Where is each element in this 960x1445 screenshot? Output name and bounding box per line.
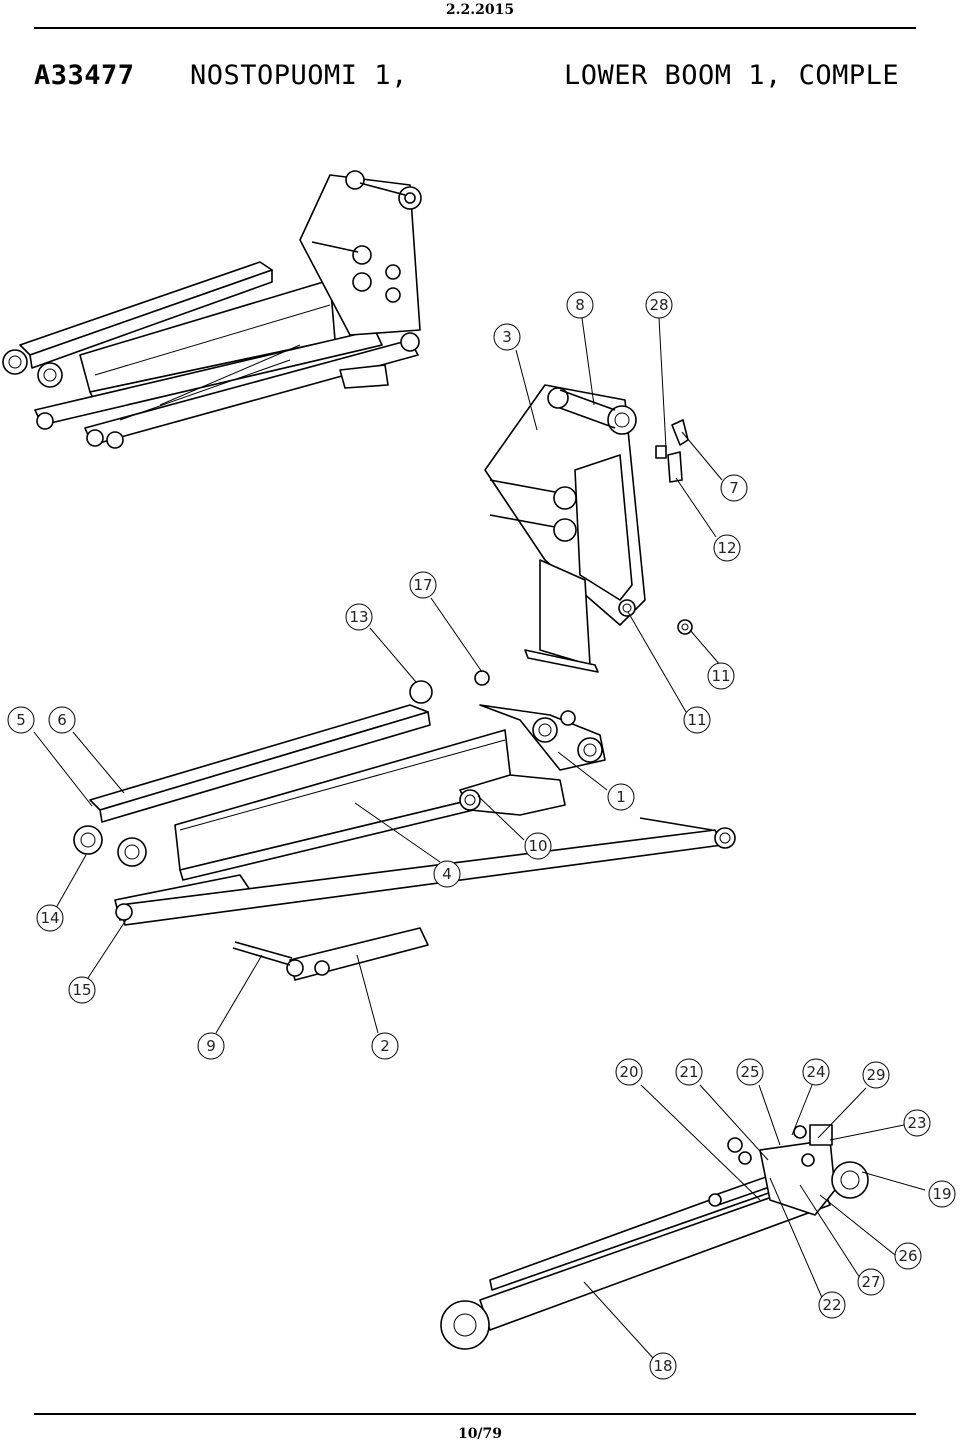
callout-7: 7 <box>720 474 748 502</box>
svg-text:2: 2 <box>380 1037 390 1055</box>
callout-9: 9 <box>197 1032 225 1060</box>
svg-text:14: 14 <box>40 909 59 927</box>
svg-text:24: 24 <box>806 1063 825 1081</box>
svg-text:27: 27 <box>861 1273 880 1291</box>
svg-text:1: 1 <box>616 788 626 806</box>
svg-text:17: 17 <box>413 576 432 594</box>
callout-25: 25 <box>736 1058 764 1086</box>
svg-text:15: 15 <box>72 981 91 999</box>
svg-text:20: 20 <box>619 1063 638 1081</box>
bracket-assembly <box>484 384 693 673</box>
callout-23: 23 <box>903 1109 931 1137</box>
svg-text:7: 7 <box>729 479 739 497</box>
callout-11-lower: 11 <box>683 706 711 734</box>
callout-2: 2 <box>371 1032 399 1060</box>
svg-text:19: 19 <box>932 1185 951 1203</box>
callout-29: 29 <box>862 1061 890 1089</box>
svg-text:25: 25 <box>740 1063 759 1081</box>
callout-19: 19 <box>928 1180 956 1208</box>
svg-text:6: 6 <box>57 711 67 729</box>
callout-3: 3 <box>493 323 521 351</box>
svg-text:28: 28 <box>649 296 668 314</box>
callout-14: 14 <box>36 904 64 932</box>
callout-18: 18 <box>649 1352 677 1380</box>
callout-12: 12 <box>713 534 741 562</box>
callout-10: 10 <box>524 832 552 860</box>
lower-boom-body <box>73 670 606 881</box>
callout-13: 13 <box>345 603 373 631</box>
link-rods <box>114 817 736 981</box>
header-rule <box>34 27 916 29</box>
assembled-boom-overview <box>2 170 422 449</box>
callout-6: 6 <box>48 706 76 734</box>
svg-text:18: 18 <box>653 1357 672 1375</box>
page-number: 10/79 <box>457 1426 503 1442</box>
part-name-finnish: NOSTOPUOMI 1, <box>190 60 408 91</box>
svg-text:10: 10 <box>528 837 547 855</box>
svg-text:11: 11 <box>711 667 730 685</box>
part-name-english: LOWER BOOM 1, COMPLE <box>564 60 900 91</box>
callout-1: 1 <box>607 783 635 811</box>
svg-text:13: 13 <box>349 608 368 626</box>
svg-text:8: 8 <box>575 296 585 314</box>
svg-text:9: 9 <box>206 1037 216 1055</box>
svg-text:29: 29 <box>866 1066 885 1084</box>
callout-8: 8 <box>566 291 594 319</box>
part-code: A33477 <box>34 60 135 91</box>
hydraulic-cylinder <box>440 1124 869 1350</box>
callout-24: 24 <box>802 1058 830 1086</box>
callout-22: 22 <box>818 1291 846 1319</box>
svg-text:3: 3 <box>502 328 512 346</box>
footer-rule <box>34 1413 916 1415</box>
svg-text:11: 11 <box>687 711 706 729</box>
svg-text:12: 12 <box>717 539 736 557</box>
header-date: 2.2.2015 <box>445 2 515 18</box>
leader-lines <box>33 317 926 1359</box>
callout-17: 17 <box>409 571 437 599</box>
svg-text:21: 21 <box>679 1063 698 1081</box>
callout-20: 20 <box>615 1058 643 1086</box>
callout-5: 5 <box>7 706 35 734</box>
callout-28: 28 <box>645 291 673 319</box>
svg-text:22: 22 <box>822 1296 841 1314</box>
callout-26: 26 <box>894 1242 922 1270</box>
svg-text:4: 4 <box>442 865 452 883</box>
svg-text:26: 26 <box>898 1247 917 1265</box>
callout-21: 21 <box>675 1058 703 1086</box>
callout-4: 4 <box>433 860 461 888</box>
svg-text:5: 5 <box>16 711 26 729</box>
callout-15: 15 <box>68 976 96 1004</box>
callout-11-upper: 11 <box>707 662 735 690</box>
callout-27: 27 <box>857 1268 885 1296</box>
svg-text:23: 23 <box>907 1114 926 1132</box>
